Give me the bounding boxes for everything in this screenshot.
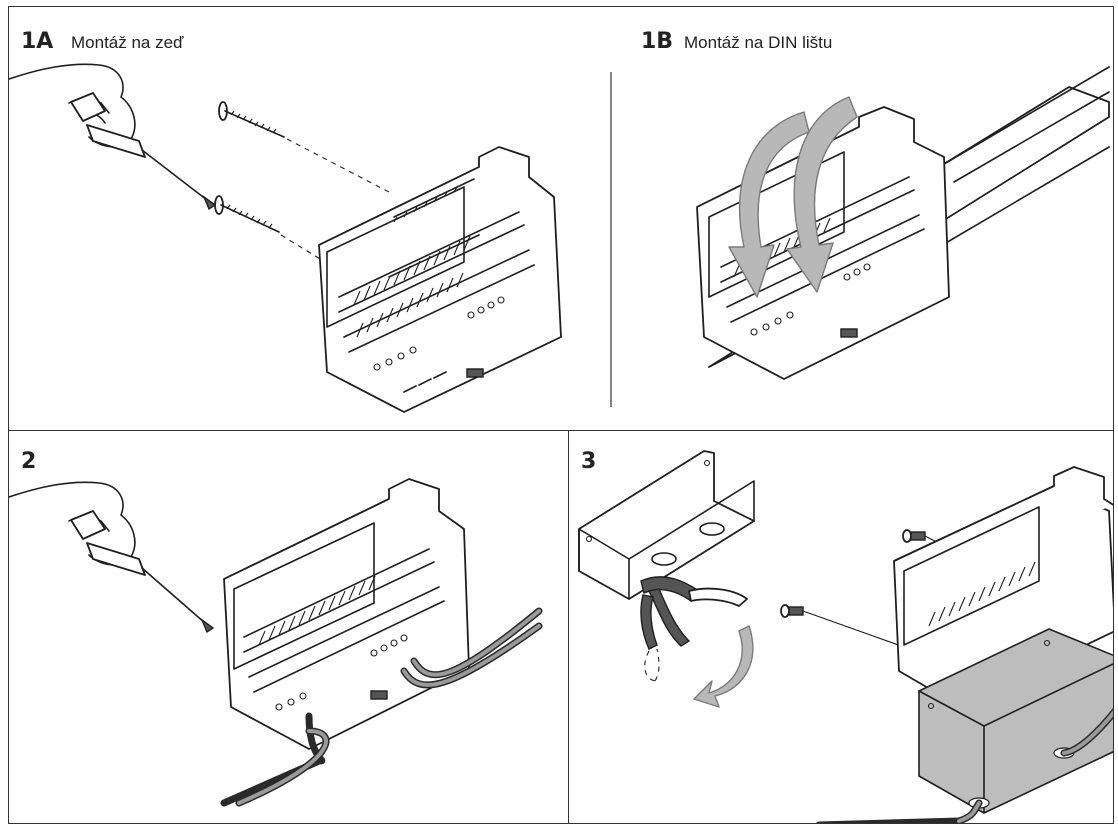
panel-3: 3 [568,430,1114,824]
panel-1: 1A Montáž na zeď 1B Montáž na DIN lištu [8,6,1114,431]
panel-3-illustration [578,450,1113,823]
step-1b-title: Montáž na DIN lištu [684,33,833,52]
panel-2-illustration [9,478,543,807]
step-1a-title: Montáž na zeď [71,33,184,52]
step-1a-number: 1A [21,29,54,54]
panel-1-illustration [9,63,1110,413]
step-2-number: 2 [21,449,37,474]
device-box [318,146,562,413]
cable-icon [220,607,543,807]
rotate-arrow-icon [693,625,754,708]
rotate-arrow-icon [728,96,858,298]
screw-icon [214,101,285,233]
hand-screwdriver-icon [9,481,215,634]
step-1b-number: 1B [641,29,674,54]
panel-2: 2 [8,430,570,824]
pliers-icon [640,576,748,682]
step-3-number: 3 [581,449,597,474]
hand-screwdriver-icon [9,63,217,211]
cable-icon [816,708,1113,823]
cover-plate-icon [578,450,755,600]
device-box [223,478,470,750]
